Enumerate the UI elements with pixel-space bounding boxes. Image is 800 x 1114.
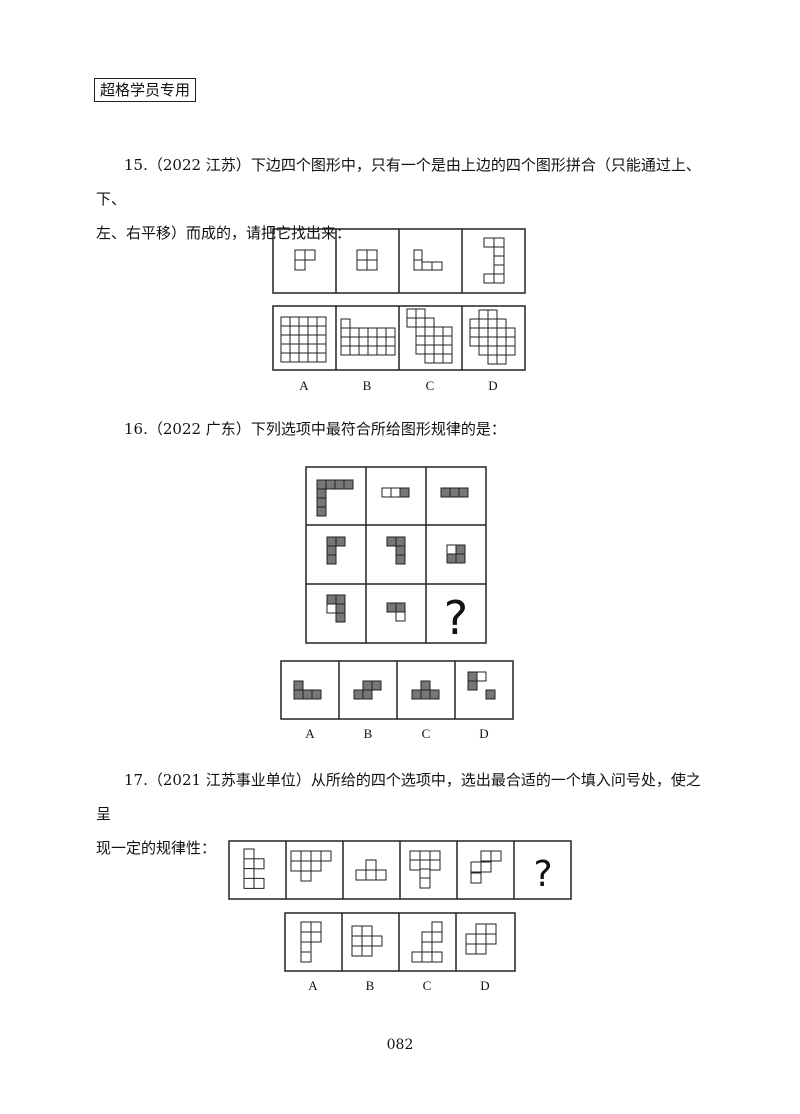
- question-17-text: 17.（2021 江苏事业单位）从所给的四个选项中，选出最合适的一个填入问号处，…: [96, 763, 706, 865]
- q16-option-label-c[interactable]: C: [422, 726, 431, 741]
- q17-option-c-figure: [411, 921, 443, 963]
- q16-figure-r1c2: [381, 487, 410, 498]
- q17-option-label-c[interactable]: C: [423, 978, 432, 993]
- q16-option-c-figure: [411, 680, 440, 700]
- q17-option-label-d[interactable]: D: [480, 978, 489, 993]
- q15-stimulus-row: [272, 228, 526, 294]
- question-15-text: 15.（2022 江苏）下边四个图形中，只有一个是由上边的四个图形拼合（只能通过…: [96, 148, 706, 250]
- question-15-source: （2022 江苏）: [147, 156, 251, 174]
- q16-matrix: ?: [305, 466, 487, 645]
- q15-piece-1: [294, 249, 316, 271]
- q17-question-mark: ?: [533, 854, 552, 895]
- q17-options-row: A B C D: [284, 912, 516, 993]
- q16-option-a-figure: [293, 680, 322, 700]
- q16-question-mark: ?: [444, 591, 468, 645]
- question-17-number: 17.: [124, 771, 148, 789]
- question-17-line1: 从所给的四个选项中，选出最合适的一个填入问号处，使之呈: [96, 771, 701, 823]
- q16-option-d-figure: [467, 671, 496, 700]
- stamp-label: 超格学员专用: [94, 78, 197, 102]
- q17-figure-5: [470, 850, 502, 884]
- q16-option-label-d[interactable]: D: [479, 726, 488, 741]
- q16-figure-r1c1: [316, 479, 354, 517]
- q16-option-label-a[interactable]: A: [305, 726, 315, 741]
- q16-figure-r3c2: [386, 602, 406, 622]
- q16-figure-r2c3: [446, 544, 466, 564]
- q15-piece-2: [356, 249, 378, 271]
- q17-option-b-figure: [351, 925, 383, 957]
- q16-figure-r3c1: [326, 594, 346, 623]
- page-number: 082: [386, 1037, 414, 1053]
- q16-option-b-figure: [353, 680, 382, 700]
- q15-piece-3: [413, 249, 443, 271]
- question-17-source: （2021 江苏事业单位）: [147, 771, 311, 789]
- question-15-number: 15.: [124, 156, 148, 174]
- question-16-text: 16.（2022 广东）下列选项中最符合所给图形规律的是：: [96, 412, 706, 446]
- q15-option-c-figure: [406, 308, 453, 364]
- question-16-source: （2022 广东）: [147, 420, 251, 438]
- q17-option-label-a[interactable]: A: [308, 978, 318, 993]
- q15-option-label-c[interactable]: C: [426, 378, 435, 393]
- q16-figure-r1c3: [440, 487, 469, 498]
- question-16-line1: 下列选项中最符合所给图形规律的是：: [250, 420, 506, 438]
- q16-figure-r2c1: [326, 536, 346, 565]
- question-17-line2: 现一定的规律性：: [96, 839, 217, 857]
- q15-option-label-a[interactable]: A: [299, 378, 309, 393]
- q17-figure-3: [355, 859, 387, 881]
- q15-option-a-figure: [280, 316, 327, 363]
- q15-piece-4: [483, 237, 505, 284]
- q16-option-label-b[interactable]: B: [364, 726, 373, 741]
- q17-figure-1: [243, 848, 265, 889]
- q15-option-label-d[interactable]: D: [488, 378, 497, 393]
- q15-option-d-figure: [469, 309, 516, 365]
- q17-figure-2: [290, 850, 332, 882]
- q17-option-a-figure: [300, 921, 322, 963]
- q15-option-label-b[interactable]: B: [363, 378, 372, 393]
- question-15-line1: 下边四个图形中，只有一个是由上边的四个图形拼合（只能通过上、下、: [96, 156, 701, 208]
- q15-options-row: A B C D: [272, 305, 526, 393]
- q17-option-label-b[interactable]: B: [366, 978, 375, 993]
- q17-stimulus-row: ?: [228, 840, 572, 900]
- q15-option-b-figure: [340, 318, 396, 356]
- q17-figure-4: [409, 850, 441, 889]
- q17-option-d-figure: [465, 923, 497, 955]
- q16-options-row: A B C D: [280, 660, 514, 741]
- question-16-number: 16.: [124, 420, 148, 438]
- q16-figure-r2c2: [386, 536, 406, 565]
